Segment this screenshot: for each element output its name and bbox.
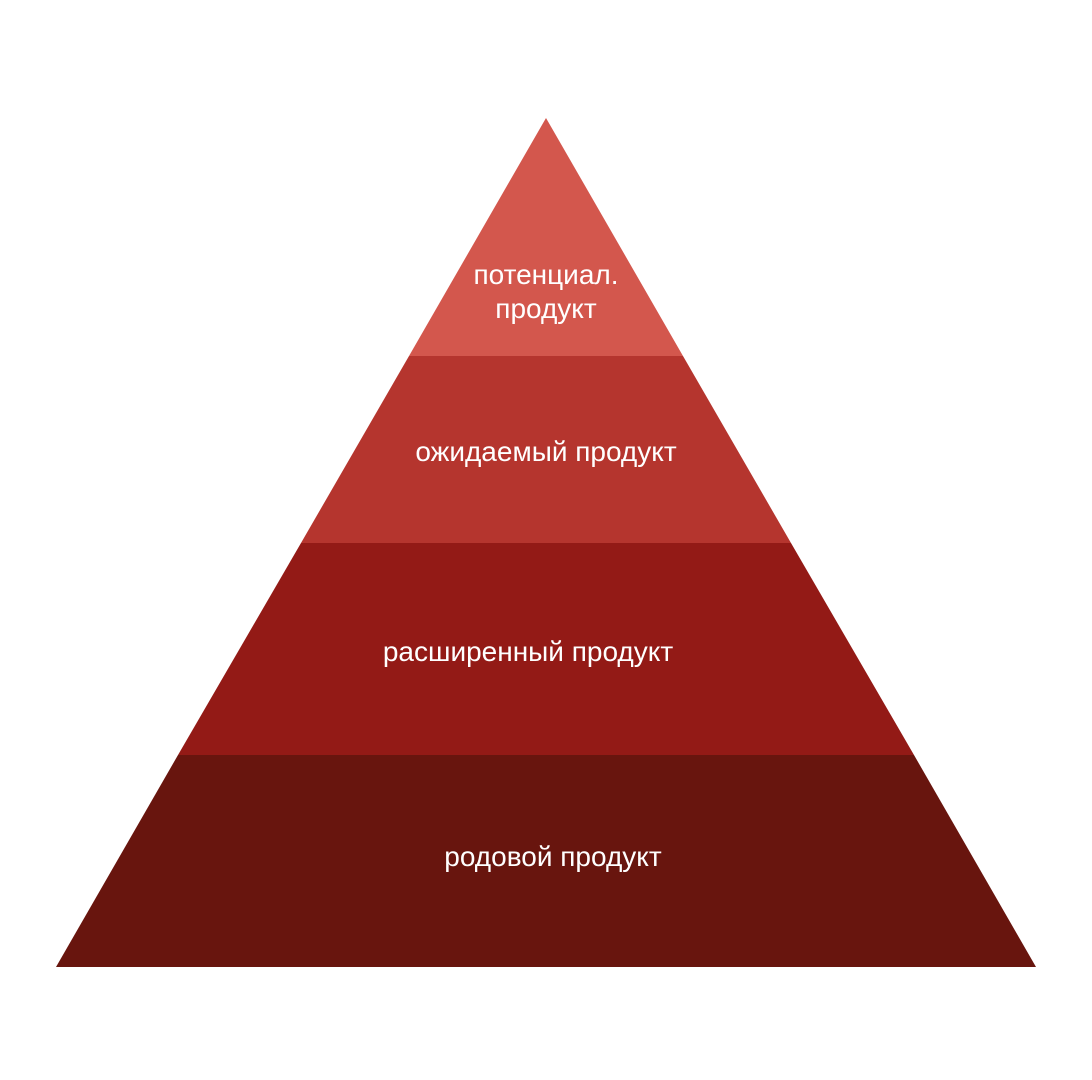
level-label-potential: потенциал. продукт bbox=[0, 258, 1092, 326]
pyramid-level-generic bbox=[56, 755, 1036, 967]
level-label-augmented: расширенный продукт bbox=[382, 636, 674, 667]
level-label-expected: ожидаемый продукт bbox=[415, 436, 677, 467]
pyramid-level-expected bbox=[301, 356, 791, 543]
label-line-2: продукт bbox=[495, 293, 597, 324]
level-label-generic: родовой продукт bbox=[444, 841, 662, 872]
label-line-1: потенциал. bbox=[473, 259, 619, 290]
pyramid-level-augmented bbox=[178, 543, 914, 755]
pyramid-level-potential bbox=[409, 118, 683, 356]
